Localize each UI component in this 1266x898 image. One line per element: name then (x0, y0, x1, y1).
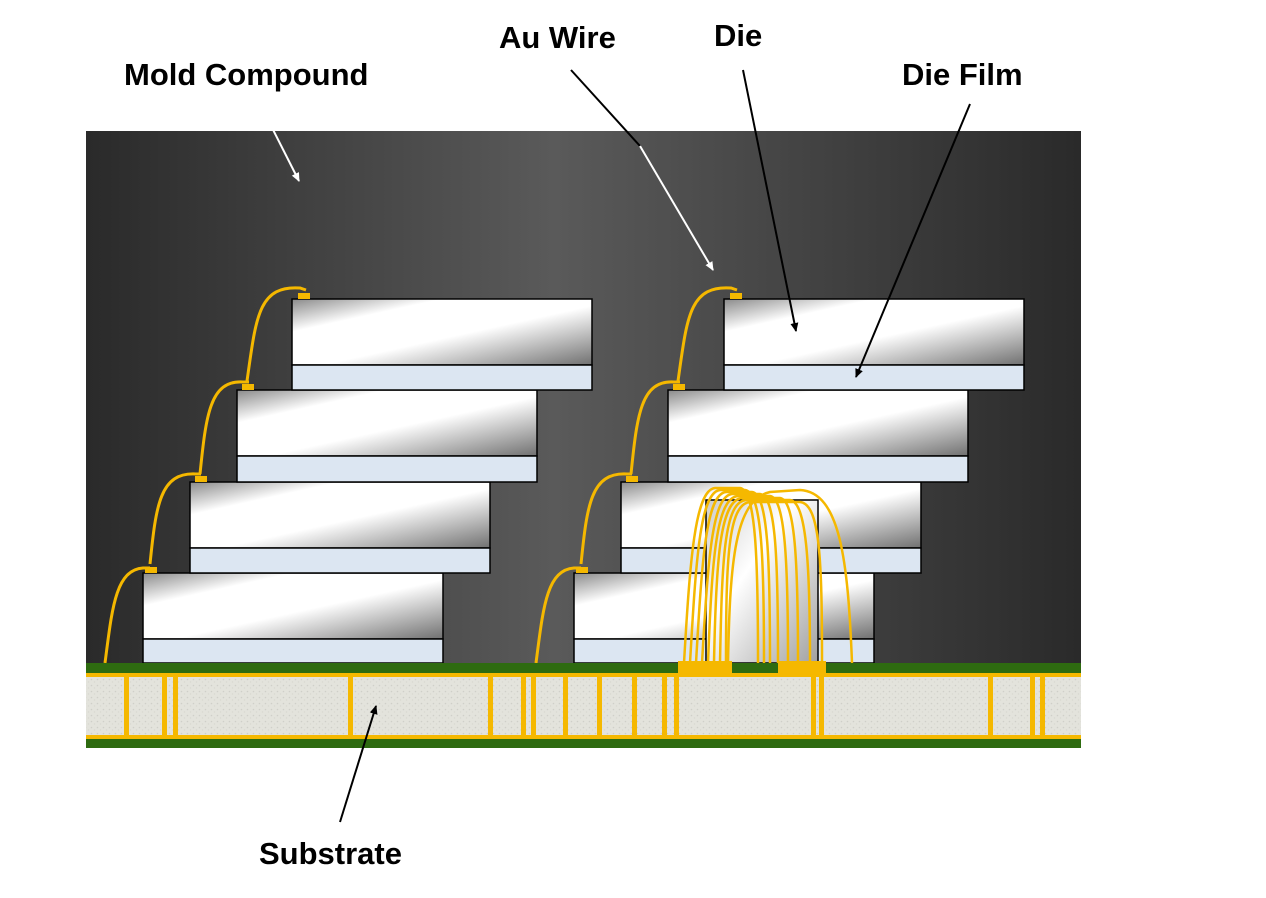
au-wire-leader-outside (570, 69, 641, 147)
controller-wire-bundle (682, 486, 854, 664)
die (236, 389, 538, 483)
die-leader (742, 69, 799, 332)
substrate-leader (339, 705, 378, 823)
die (189, 481, 491, 574)
substrate-bottom-layer (86, 739, 1081, 748)
au-wire-label: Au Wire (499, 20, 616, 55)
right-bond-wires (534, 286, 738, 664)
right-die-stack (573, 298, 1025, 664)
mold-compound-leader (259, 103, 300, 182)
die-film (236, 455, 538, 483)
die-film (723, 364, 1025, 391)
substrate-vias (124, 677, 1045, 735)
left-die-stack (142, 298, 593, 664)
die-label: Die (714, 18, 762, 53)
die-film (291, 364, 593, 391)
substrate-core (86, 677, 1081, 735)
right-bond-pads (576, 293, 742, 573)
au-wire-leader-inside (639, 145, 714, 271)
mold-compound-label: Mold Compound (124, 57, 369, 92)
die (291, 298, 593, 391)
substrate-label: Substrate (259, 836, 402, 871)
substrate-bond-fingers (678, 661, 826, 673)
die-film-leader (855, 103, 971, 378)
left-bond-pads (145, 293, 310, 573)
die (723, 298, 1025, 391)
die-film (142, 638, 444, 664)
die-film (667, 455, 969, 483)
left-bond-wires (103, 286, 307, 664)
die (142, 572, 444, 664)
callout-leaders (259, 69, 971, 823)
die-film-label: Die Film (902, 57, 1023, 92)
die-film (189, 547, 491, 574)
substrate (86, 661, 1081, 748)
die (667, 389, 969, 483)
substrate-top-layer (86, 663, 1081, 673)
